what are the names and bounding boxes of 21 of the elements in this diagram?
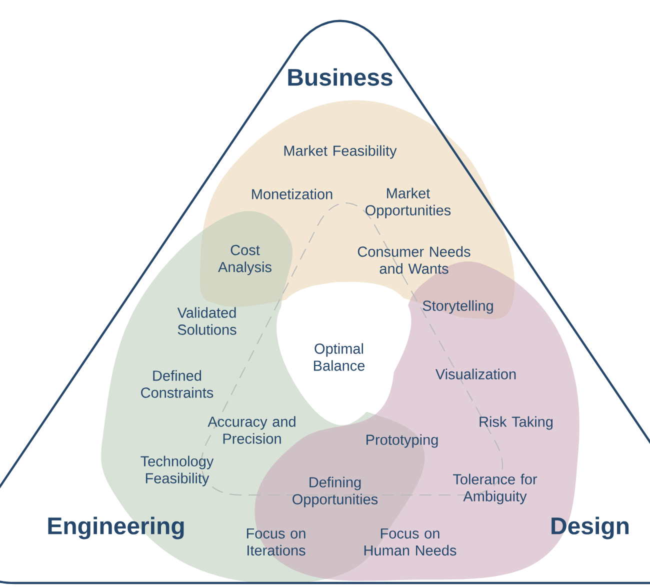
concept-label: Defining Opportunities (292, 476, 378, 508)
region-heading: Design (552, 516, 629, 540)
region-heading: Engineering (48, 516, 184, 540)
concept-label: Focus on Iterations (246, 528, 306, 556)
concept-label: Accuracy and Precision (208, 416, 296, 444)
concept-label: Visualization (436, 368, 516, 380)
concept-label: Storytelling (422, 300, 493, 314)
concept-label: Cost Analysis (218, 244, 272, 276)
concept-label: Market Feasibility (284, 145, 397, 159)
concept-label: Risk Taking (480, 416, 553, 430)
concept-label: Tolerance for Ambiguity (453, 474, 538, 504)
concept-label: Defined Constraints (141, 370, 214, 398)
concept-label: Monetization (252, 188, 332, 200)
concept-label: Prototyping (366, 434, 438, 448)
concept-label: Consumer Needs and Wants (358, 246, 470, 274)
concept-label: Validated Solutions (177, 307, 236, 335)
region-heading: Business (288, 68, 392, 86)
concept-label: Market Opportunities (366, 188, 451, 218)
concept-label: Optimal Balance (314, 343, 365, 371)
concept-label: Technology Feasibility (140, 456, 214, 486)
concept-label: Focus on Human Needs (364, 528, 456, 556)
